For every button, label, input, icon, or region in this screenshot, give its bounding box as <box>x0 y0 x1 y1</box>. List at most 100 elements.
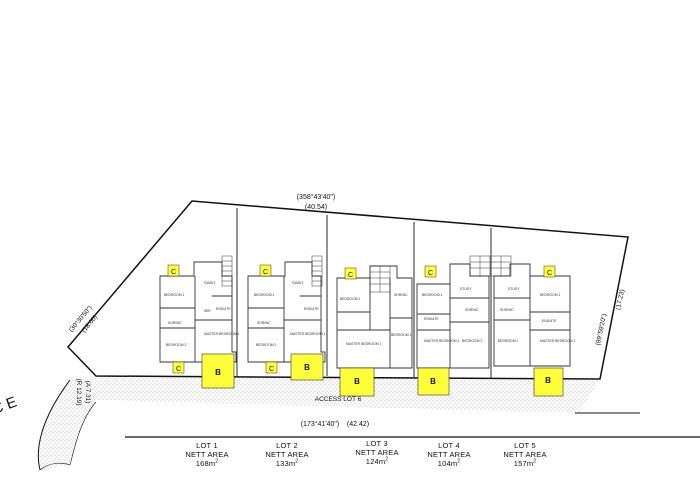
lot-name: LOT 4 <box>438 441 460 450</box>
c-marker-label: C <box>428 270 433 277</box>
lot-area-label: NETT AREA <box>265 450 309 459</box>
stair-icons <box>221 255 512 293</box>
lot-area: 168m2 <box>195 458 219 468</box>
access-lot-label: ACCESS LOT 6 <box>315 396 362 403</box>
b-marker-label: B <box>215 368 221 377</box>
bearing-right-length: (17.23) <box>615 289 626 311</box>
c-marker-label: C <box>547 270 552 277</box>
stair-icon-lot5 <box>490 255 512 277</box>
room-label: STUDY <box>460 287 472 291</box>
room-label: WIR <box>204 309 211 313</box>
lot-1-label: LOT 1 NETT AREA 168m2 <box>172 441 242 468</box>
c-markers: C C C C C C C <box>167 264 556 374</box>
room-label: BEDROOM 2 <box>166 343 186 347</box>
site-boundary <box>66 200 629 380</box>
lot-area-label: NETT AREA <box>355 448 399 457</box>
room-label: BEDROOM 1 <box>164 293 184 297</box>
c-marker: C <box>172 361 185 374</box>
street-arc <box>39 462 71 471</box>
room-labels: BEDROOM 1 FAMILY ENSUITE WIR SHR/WC MAST… <box>164 281 576 347</box>
street-curve-1 <box>37 379 71 471</box>
b-marker-label: B <box>304 363 310 372</box>
room-label: MASTER BEDROOM 1 <box>204 332 240 336</box>
lot-area: 157m2 <box>513 458 537 468</box>
c-marker-label: C <box>269 366 274 373</box>
street-curve-2 <box>69 401 97 466</box>
b-marker-lot4: B <box>417 367 450 396</box>
room-label: SHR/WC <box>465 308 479 312</box>
b-marker-label: B <box>430 377 436 386</box>
bearing-bottom: (173°41'40") <box>301 420 340 428</box>
lot2-footprint <box>247 261 326 363</box>
room-label: BEDROOM 1 <box>540 293 560 297</box>
b-marker-lot5: B <box>533 367 564 397</box>
bearing-bottom-length: (42.42) <box>347 421 369 428</box>
stair-icon-lot3 <box>369 265 391 293</box>
lot-2-label: LOT 2 NETT AREA 133m2 <box>252 441 322 468</box>
lot-area-label: NETT AREA <box>503 450 547 459</box>
room-label: BEDROOM 2 <box>256 343 276 347</box>
b-markers: B B B B B <box>201 353 564 397</box>
c-marker-label: C <box>263 269 268 276</box>
c-marker-label: C <box>348 272 353 279</box>
bearing-left-lower-radius: (R 12.19) <box>75 378 82 405</box>
c-marker: C <box>167 264 180 277</box>
room-label: SHR/WC <box>500 308 514 312</box>
room-label: ENSUITE <box>424 317 439 321</box>
lot3-footprint <box>336 265 413 369</box>
room-label: ENSUITE <box>542 319 557 323</box>
bearing-top: (358°43'40") <box>297 193 336 201</box>
lot-name: LOT 1 <box>196 441 218 450</box>
room-label: BEDROOM 2 <box>462 339 482 343</box>
lot-3-label: LOT 3 NETT AREA 124m2 <box>342 439 412 466</box>
lot-area-label: NETT AREA <box>427 450 471 459</box>
lot-4-label: LOT 4 NETT AREA 104m2 <box>414 441 484 468</box>
lot-area: 133m2 <box>275 458 299 468</box>
room-label: BEDROOM 1 <box>422 293 442 297</box>
bearing-right: (99°59'20") <box>594 313 609 346</box>
lot-name: LOT 2 <box>276 441 298 450</box>
stair-icon-lot2 <box>311 255 323 287</box>
bearing-left-lower: (A 7.31) <box>84 381 91 404</box>
room-label: BEDROOM 2 <box>498 339 518 343</box>
lot5-footprint <box>493 263 571 367</box>
room-label: ENSUITE <box>216 307 231 311</box>
lot1-footprint <box>159 261 237 363</box>
room-label: MASTER BEDROOM 1 <box>424 339 460 343</box>
room-label: SHR/WC <box>394 293 408 297</box>
lot-name: LOT 3 <box>366 439 388 448</box>
room-label: SHR/WC <box>168 321 182 325</box>
street-hatch <box>38 378 97 470</box>
b-marker-label: B <box>545 376 551 385</box>
lot-area: 104m2 <box>437 458 461 468</box>
stair-icon-lot4 <box>469 255 491 277</box>
room-label: BEDROOM 1 <box>340 297 360 301</box>
room-label: MASTER BEDROOM 1 <box>346 342 382 346</box>
street-name-fragment: C E <box>0 394 19 419</box>
room-label: ENSUITE <box>304 307 319 311</box>
room-label: FAMILY <box>292 281 305 285</box>
room-label: MASTER BEDROOM 1 <box>290 332 326 336</box>
c-marker: C <box>424 265 437 278</box>
room-label: BEDROOM 1 <box>391 333 411 337</box>
bearing-top-length: (40.54) <box>305 204 327 211</box>
lot4-footprint <box>416 263 490 369</box>
c-marker: C <box>259 264 272 277</box>
c-marker-label: C <box>176 366 181 373</box>
c-marker: C <box>344 267 357 280</box>
room-label: SHR/WC <box>257 321 271 325</box>
room-label: STUDY <box>508 287 520 291</box>
lot-dividers <box>236 208 492 378</box>
lot-5-label: LOT 5 NETT AREA 157m2 <box>490 441 560 468</box>
b-marker-lot3: B <box>339 367 375 397</box>
c-marker: C <box>543 265 556 278</box>
room-label: BEDROOM 1 <box>254 293 274 297</box>
c-marker-label: C <box>171 269 176 276</box>
stair-icon-lot1 <box>221 255 233 287</box>
b-marker-label: B <box>354 377 360 386</box>
lot-name: LOT 5 <box>514 441 536 450</box>
lot-area: 124m2 <box>365 456 389 466</box>
b-marker-lot1: B <box>201 353 235 389</box>
room-label: FAMILY <box>204 281 217 285</box>
